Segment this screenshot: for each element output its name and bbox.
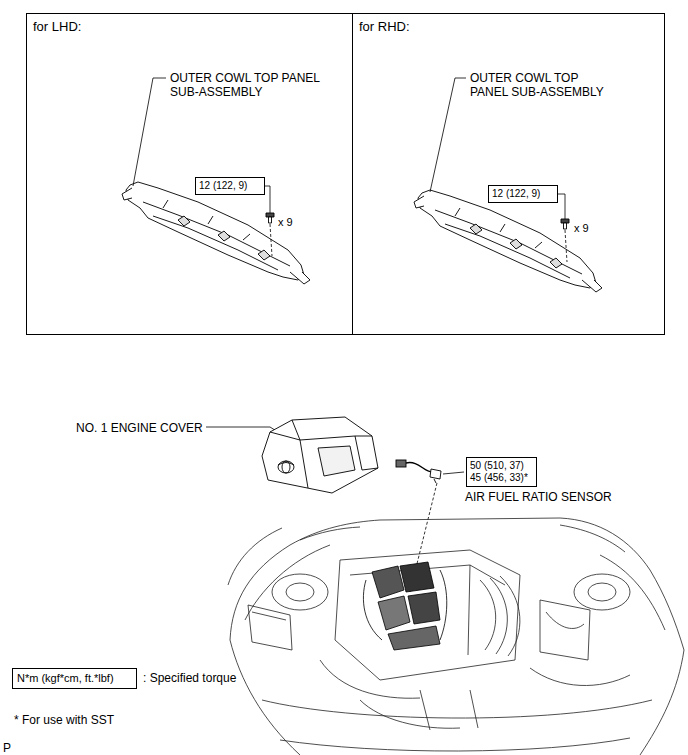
torque-box: 12 (122, 9) [488,185,558,203]
sensor-part [396,460,441,483]
part-name: OUTER COWL TOP PANEL SUB-ASSEMBLY [170,71,330,99]
torque-value: 50 (510, 37) [470,460,533,472]
note: * For use with SST [14,713,114,727]
torque-value: 12 (122, 9) [492,188,554,200]
engine-compartment [228,518,684,755]
part-name: OUTER COWL TOP PANEL SUB-ASSEMBLY [470,71,610,99]
view-heading: for LHD: [27,14,352,39]
page-mark: P [3,741,11,755]
engine-cover-part [262,417,378,493]
torque-box: 12 (122, 9) [195,177,265,195]
legend-text: : Specified torque [143,671,236,685]
part-name: AIR FUEL RATIO SENSOR [465,490,612,504]
leader-lines [133,78,567,592]
cowl-panel-part [122,182,310,284]
part-name: NO. 1 ENGINE COVER [76,421,203,435]
bolt-symbol [561,219,569,229]
quantity: x 9 [278,215,293,229]
quantity: x 9 [574,221,589,235]
view-heading: for RHD: [353,14,664,39]
torque-value: 45 (456, 33)* [470,472,533,484]
torque-value: 12 (122, 9) [199,180,261,192]
cowl-panel-part [414,190,602,292]
exhaust-manifold [363,562,446,650]
legend-box: N*m (kgf*cm, ft.*lbf) [12,668,137,689]
view-panel: for LHD: 12 (122, 9) [26,13,353,335]
torque-box: 50 (510, 37)45 (456, 33)* [466,457,537,487]
torque-value: N*m (kgf*cm, ft.*lbf) [17,672,132,685]
bolt-symbol [266,213,274,223]
view-panel: for RHD: 12 (122, 9) [352,13,665,335]
